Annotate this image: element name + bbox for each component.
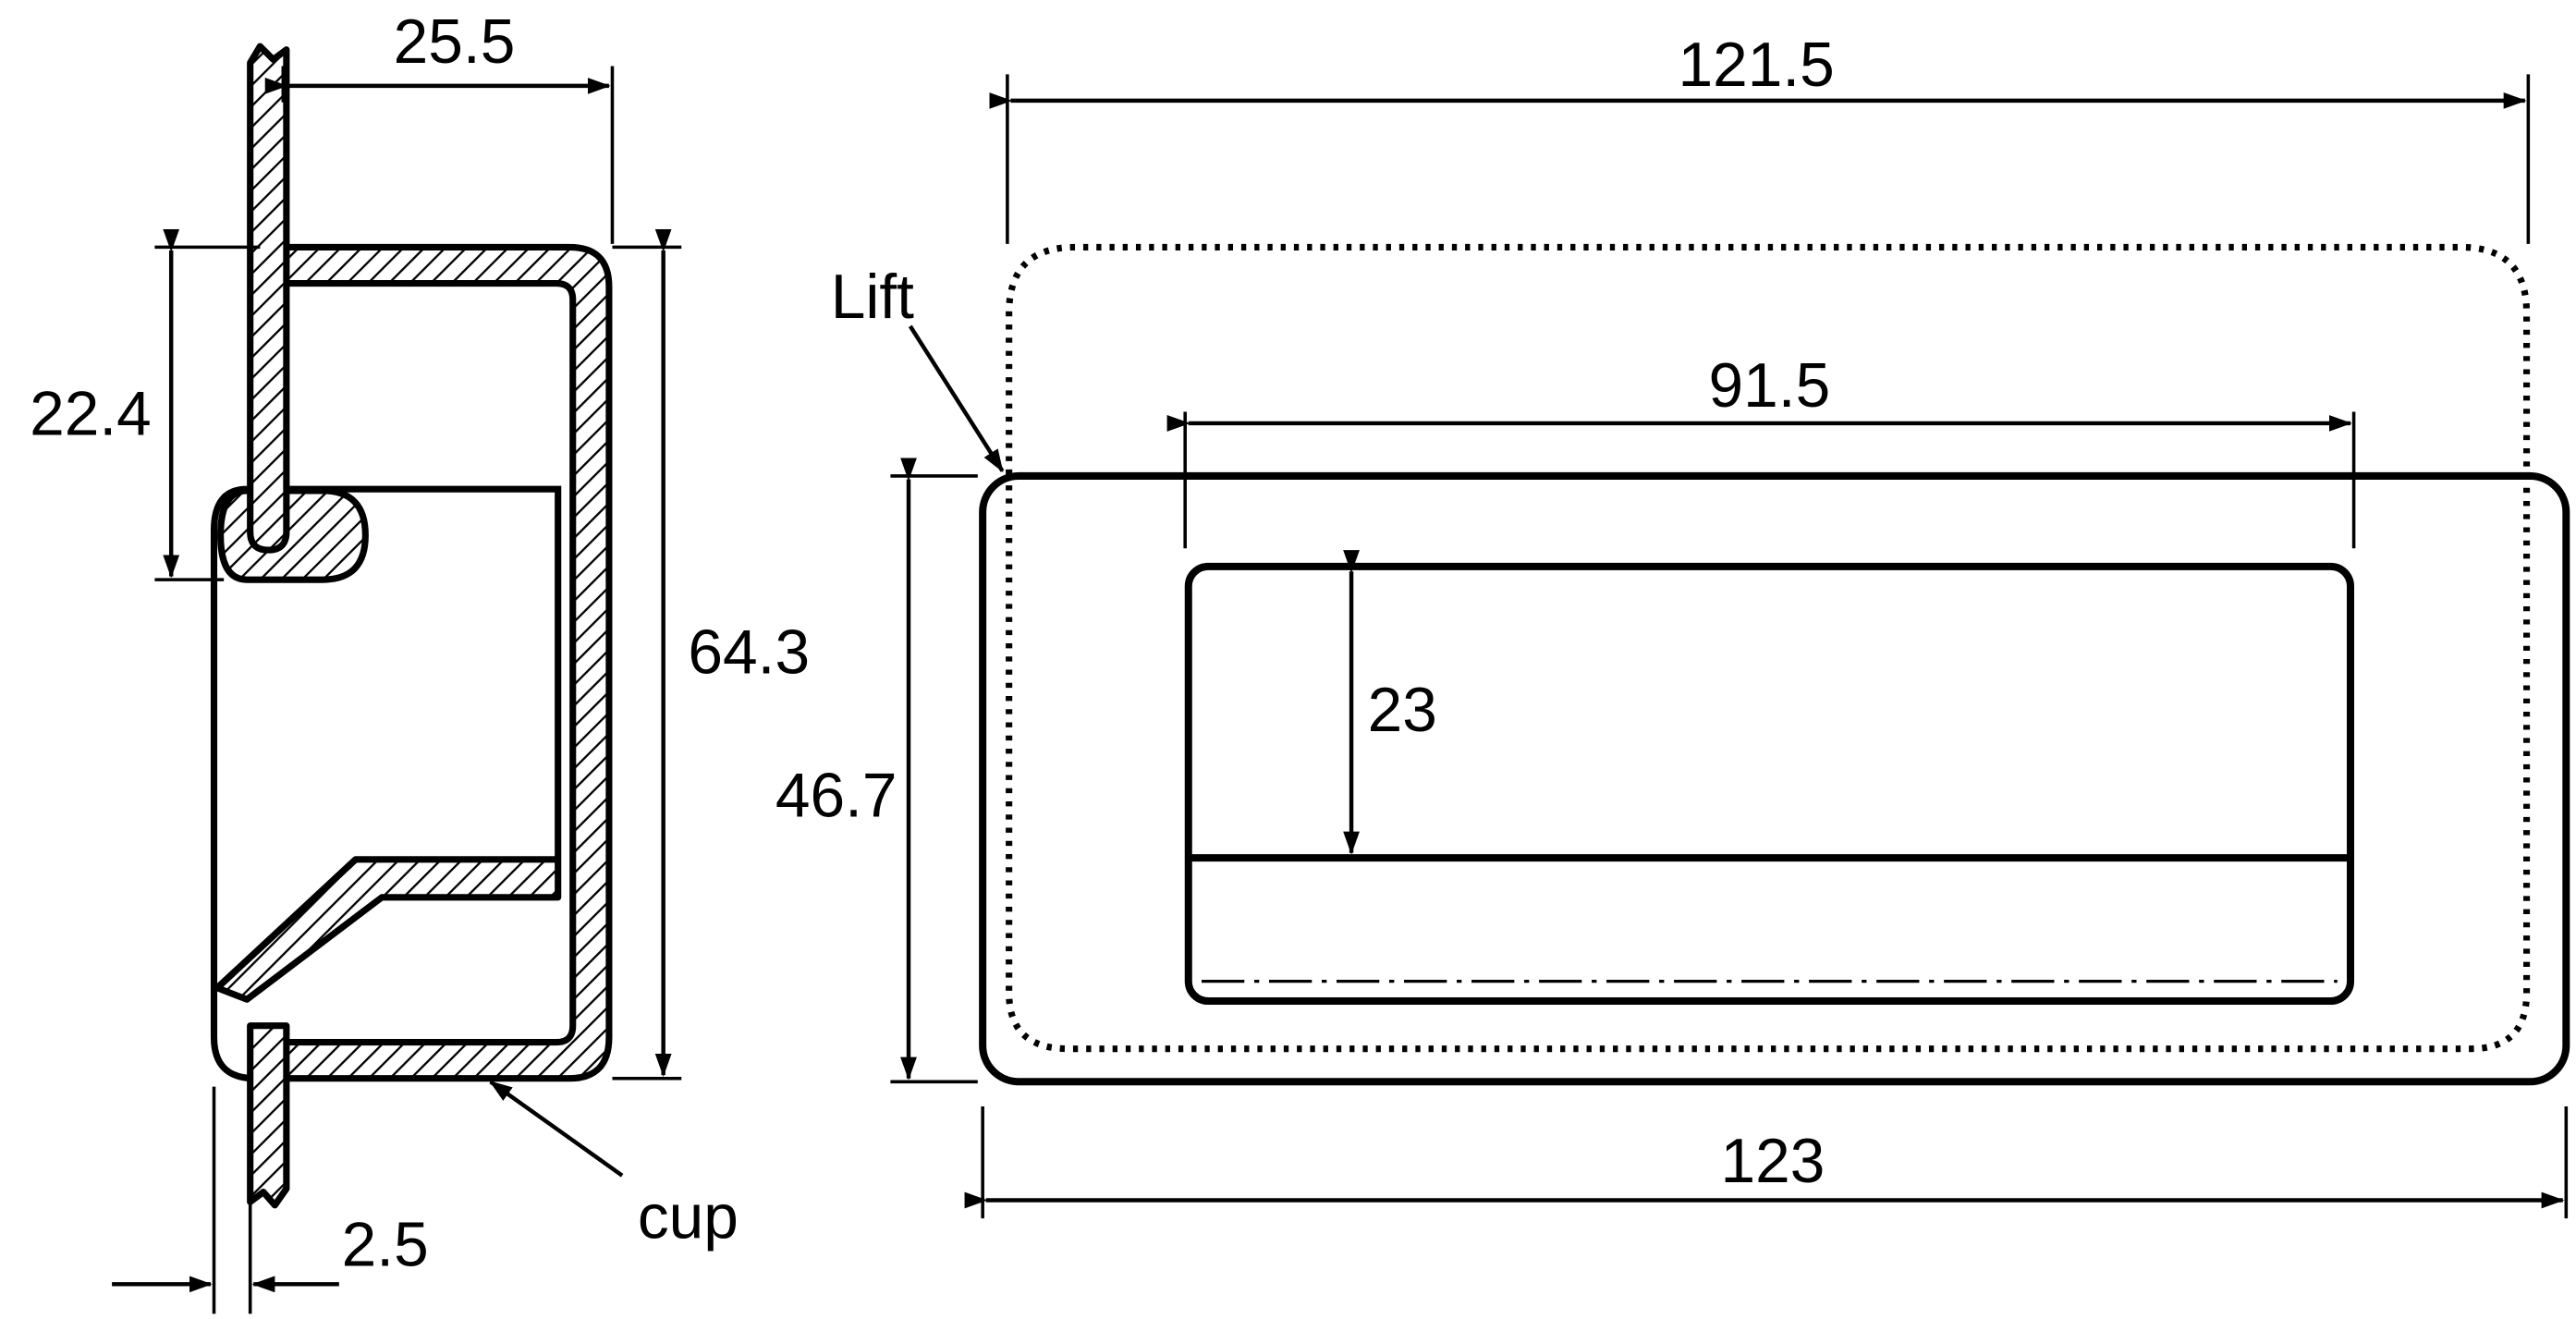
lift-handle-profile: [210, 485, 562, 1082]
height-dim: 46.7: [775, 762, 897, 831]
cup-leader: [489, 1080, 624, 1178]
panel-upper: [247, 43, 290, 554]
lift-label: Lift: [831, 263, 914, 332]
cup-inner-step: [214, 856, 562, 1003]
grip-height-dim: 23: [1368, 676, 1437, 745]
panel-lower: [247, 1022, 290, 1209]
depth-dim: 25.5: [394, 7, 516, 77]
opening-width-dim: 91.5: [1709, 351, 1831, 421]
width-dim: 123: [1721, 1127, 1825, 1196]
thickness-dim: 2.5: [342, 1211, 429, 1280]
front-view: 121.5 91.5 23 46.7 123 Lift: [775, 31, 2570, 1219]
lift-leader: [908, 324, 1005, 473]
cup-label: cup: [638, 1182, 739, 1252]
outer-body: [979, 471, 2570, 1086]
handle-roll-section: [217, 487, 369, 583]
total-height-dim: 64.3: [688, 618, 810, 688]
upper-height-dim: 22.4: [30, 379, 152, 448]
lift-width-dim: 121.5: [1678, 31, 1834, 100]
side-view: 25.5 22.4 64.3 2.5 cup: [30, 7, 810, 1314]
grip-recess: [1184, 562, 2355, 1006]
